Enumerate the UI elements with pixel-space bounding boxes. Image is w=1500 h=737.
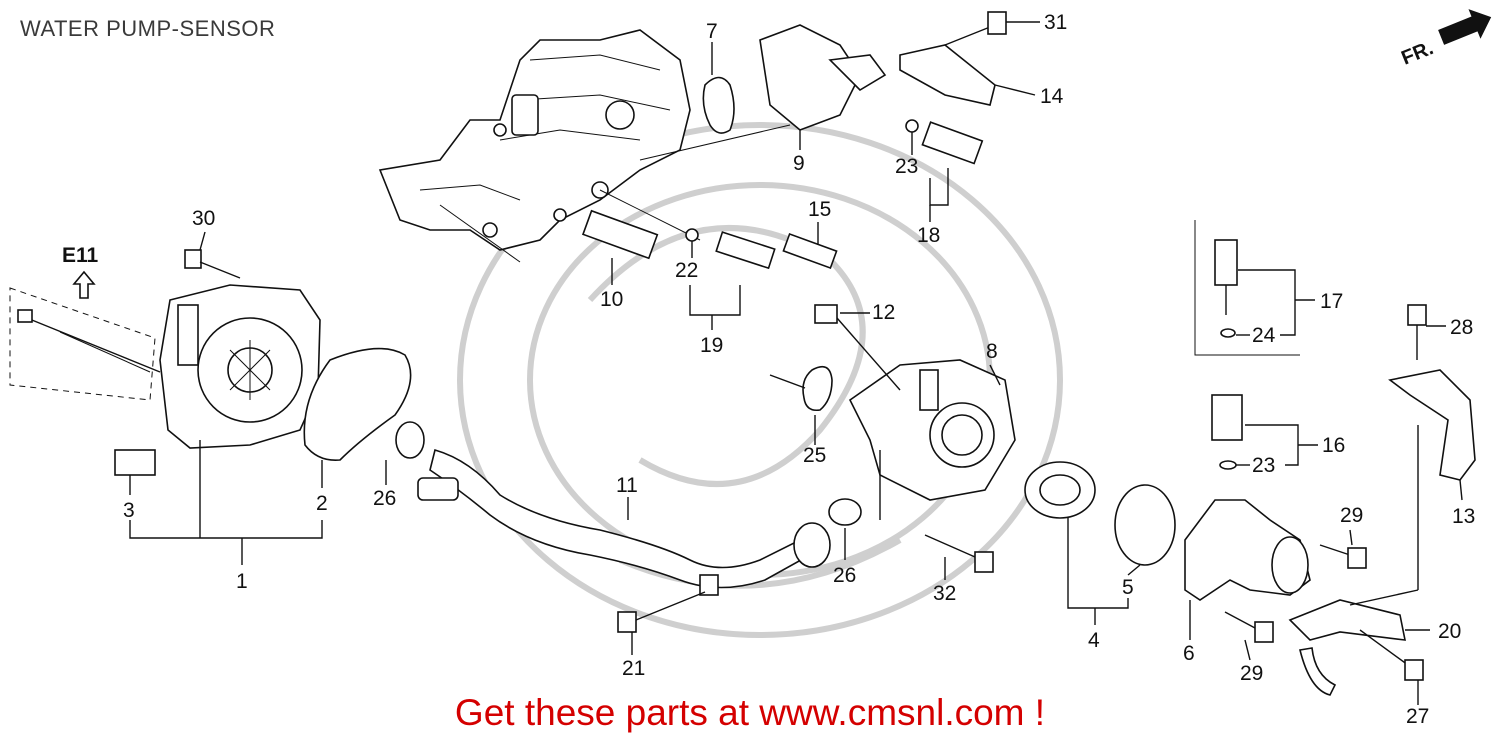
callout-14: 14 bbox=[1040, 85, 1064, 108]
clip-part-20 bbox=[1299, 647, 1337, 696]
page-title: WATER PUMP-SENSOR bbox=[20, 16, 276, 41]
callout-7: 7 bbox=[706, 20, 718, 43]
bolt-part-31 bbox=[944, 11, 1007, 46]
callout-20: 20 bbox=[1438, 620, 1461, 643]
gasket-part-2 bbox=[303, 347, 412, 462]
callout-25: 25 bbox=[803, 444, 826, 467]
callout-22: 22 bbox=[675, 259, 698, 282]
callout-5: 5 bbox=[1122, 576, 1134, 599]
bolt-part-28 bbox=[1407, 304, 1427, 360]
bolt-part-27 bbox=[1359, 629, 1424, 681]
callout-16: 16 bbox=[1322, 434, 1345, 457]
thermostat-part-4 bbox=[1024, 461, 1096, 519]
callout-28: 28 bbox=[1450, 316, 1473, 339]
callout-12: 12 bbox=[872, 301, 895, 324]
sensor-part-16 bbox=[1211, 394, 1243, 470]
water-outlet-part-6 bbox=[1184, 499, 1311, 601]
callout-8: 8 bbox=[986, 340, 998, 363]
gasket-part-25 bbox=[802, 365, 833, 412]
callout-1: 1 bbox=[236, 570, 248, 593]
connector-part-3 bbox=[114, 449, 156, 476]
callout-18: 18 bbox=[917, 224, 940, 247]
cover-part-9 bbox=[759, 24, 861, 131]
up-arrow-icon bbox=[72, 270, 96, 299]
front-label: FR. bbox=[1398, 37, 1436, 69]
callout-32: 32 bbox=[933, 582, 956, 605]
footer-link-text[interactable]: Get these parts at www.cmsnl.com ! bbox=[454, 692, 1046, 733]
callout-26b: 26 bbox=[833, 564, 856, 587]
pump-bolt-group bbox=[9, 287, 161, 401]
bolt-part-29a bbox=[1319, 544, 1367, 569]
callout-15: 15 bbox=[808, 198, 831, 221]
o-ring-part-26a bbox=[395, 421, 425, 459]
bracket-part-14 bbox=[899, 44, 996, 106]
callout-11: 11 bbox=[616, 474, 638, 497]
bolt-part-32 bbox=[924, 534, 994, 573]
callout-31: 31 bbox=[1044, 11, 1067, 34]
callout-23b: 23 bbox=[1252, 454, 1275, 477]
callout-4: 4 bbox=[1088, 629, 1100, 652]
sensor-part-19 bbox=[685, 228, 776, 270]
callout-9: 9 bbox=[793, 152, 805, 175]
water-pump bbox=[159, 284, 321, 449]
front-direction-indicator: FR. bbox=[1398, 9, 1492, 70]
callout-27: 27 bbox=[1406, 705, 1429, 728]
sensor-part-15 bbox=[782, 232, 838, 270]
callout-30: 30 bbox=[192, 207, 215, 230]
bracket-part-20 bbox=[1288, 599, 1407, 641]
bolt-part-29b bbox=[1224, 611, 1274, 643]
gasket-part-7 bbox=[702, 76, 735, 134]
bolt-part-30 bbox=[184, 249, 241, 279]
reference-label: E11 bbox=[62, 244, 99, 267]
water-pipe-part-11 bbox=[417, 449, 831, 596]
sensor-part-12 bbox=[814, 304, 901, 391]
callout-labels: 1 2 3 4 5 6 7 8 9 10 11 12 13 14 15 16 1… bbox=[123, 11, 1475, 728]
callout-29b: 29 bbox=[1240, 662, 1263, 685]
reference-e11: E11 bbox=[62, 244, 99, 299]
front-arrow-icon bbox=[1438, 9, 1492, 45]
o-ring-part-26b bbox=[828, 498, 862, 526]
bracket-part-13 bbox=[1388, 369, 1476, 481]
callout-2: 2 bbox=[316, 492, 328, 515]
callout-13: 13 bbox=[1452, 505, 1475, 528]
callout-23a: 23 bbox=[895, 155, 918, 178]
callout-3: 3 bbox=[123, 499, 135, 522]
fitting-part-10 bbox=[581, 209, 659, 260]
callout-10: 10 bbox=[600, 288, 623, 311]
gasket-part-5 bbox=[1114, 484, 1176, 566]
leader-lines bbox=[129, 21, 1463, 705]
sensor-part-17 bbox=[1194, 220, 1300, 356]
thermostat-housing-part-8 bbox=[848, 359, 1016, 501]
callout-17: 17 bbox=[1320, 290, 1343, 313]
sensor-part-18 bbox=[905, 119, 984, 165]
callout-6: 6 bbox=[1183, 642, 1195, 665]
bolt-part-21 bbox=[617, 591, 706, 633]
callout-26a: 26 bbox=[373, 487, 396, 510]
callout-24: 24 bbox=[1252, 324, 1276, 347]
callout-21: 21 bbox=[622, 657, 645, 680]
callout-29a: 29 bbox=[1340, 504, 1363, 527]
callout-19: 19 bbox=[700, 334, 723, 357]
engine-head-block bbox=[378, 29, 791, 263]
